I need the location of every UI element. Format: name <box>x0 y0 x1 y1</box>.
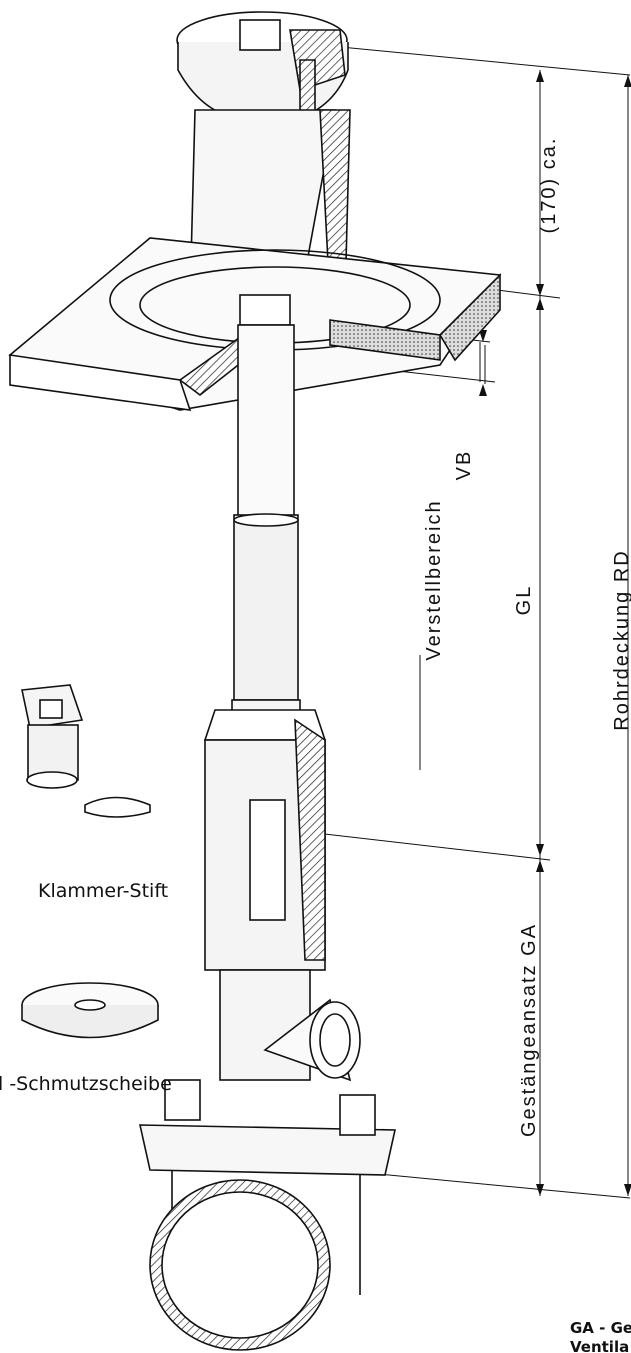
legend-line-2: Ventila <box>570 1338 629 1353</box>
dimension-arrows <box>479 70 631 1196</box>
legend-line-1: GA - Ge <box>570 1319 631 1337</box>
clip-pin-label: Klammer-Stift <box>38 880 168 902</box>
clip-pin-part <box>21 684 151 818</box>
adjust-range-short-label: VB <box>453 450 475 481</box>
valve-body <box>219 969 361 1082</box>
rod-attachment-label: Gestängeansatz GA <box>518 923 540 1137</box>
pipe-cover-label: Rohrdeckung RD <box>611 549 631 730</box>
dirt-disc-label: l -Schmutzscheibe <box>0 1073 172 1095</box>
extension-rod <box>203 294 327 971</box>
saddle-clamp <box>138 1079 396 1351</box>
adjust-range-long-label: Verstellbereich <box>423 499 445 660</box>
rod-length-label: GL <box>513 585 535 616</box>
cover-height-label: (170) ca. <box>538 137 560 234</box>
dirt-disc-part <box>21 982 159 1039</box>
